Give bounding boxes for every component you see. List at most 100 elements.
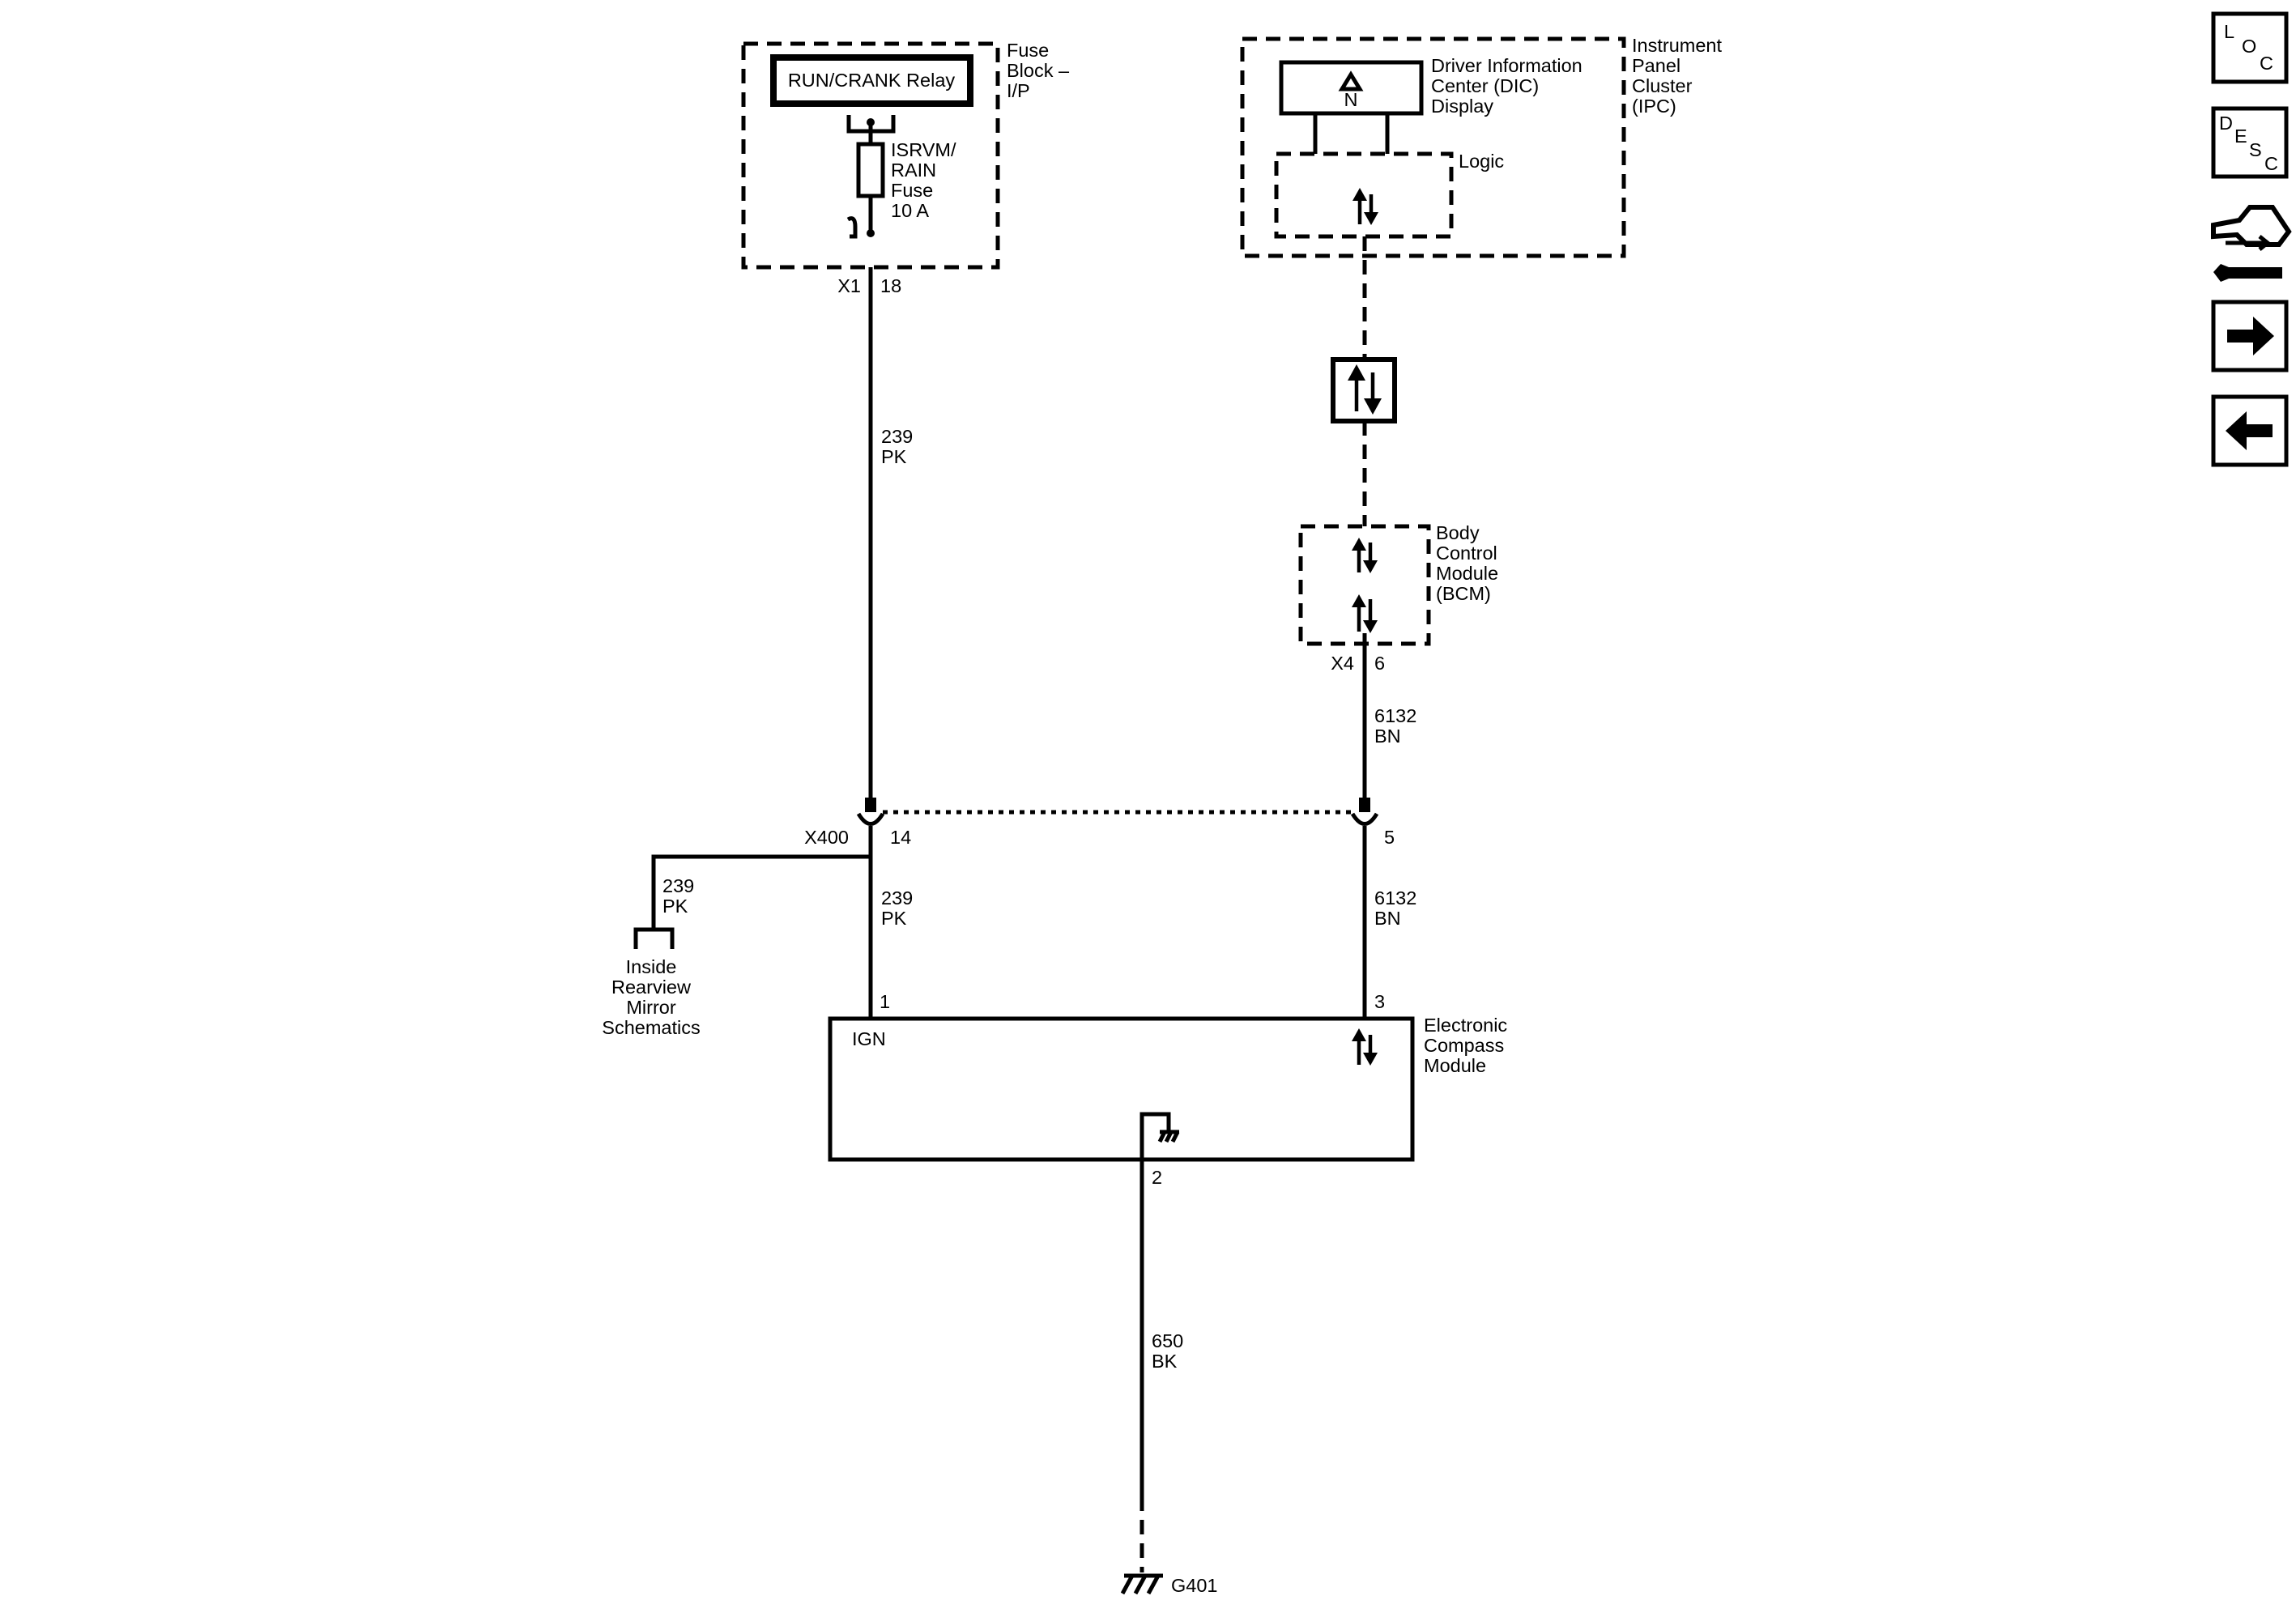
run-crank-relay-label: RUN/CRANK Relay: [788, 70, 956, 91]
wire-650-circuit-label: 650: [1152, 1330, 1183, 1351]
dic-label-line1: Driver Information: [1431, 55, 1582, 76]
mirror-ref-line3: Mirror: [626, 997, 676, 1018]
fuse-block-title-line2: Block –: [1007, 60, 1070, 81]
ipc-logic-bidirectional-icon: [1352, 188, 1378, 225]
g401-label: G401: [1171, 1575, 1218, 1596]
fuse-label-line2: RAIN: [891, 160, 936, 181]
g401-ground-icon: [1120, 1573, 1163, 1595]
loc-button-letter-c: C: [2260, 53, 2273, 74]
right-arrow-icon: [2227, 317, 2274, 355]
wire-239-upper-color-label: PK: [881, 446, 907, 467]
instrument-panel-cluster: N Driver Information Center (DIC) Displa…: [1240, 35, 1722, 258]
loc-button-letter-o: O: [2242, 36, 2256, 57]
connector-shape-icon: [2211, 205, 2292, 247]
ipc-title-line1: Instrument: [1632, 35, 1722, 56]
ipc-logic-box: [1274, 151, 1454, 239]
dic-label-line3: Display: [1431, 96, 1493, 117]
loc-button-frame: [2211, 11, 2289, 84]
compass-pin-2-label: 2: [1152, 1167, 1162, 1188]
compass-pin-1-label: 1: [880, 991, 890, 1012]
dic-display-box: [1279, 60, 1424, 116]
bcm-title-line4: (BCM): [1436, 583, 1491, 604]
fuse-block-title-line1: Fuse: [1007, 40, 1049, 61]
loc-button[interactable]: L O C: [2211, 11, 2289, 84]
x400-pin-5-label: 5: [1384, 827, 1395, 848]
bcm-title-line3: Module: [1436, 563, 1498, 584]
bcm-title-line1: Body: [1436, 522, 1480, 543]
compass-ign-label: IGN: [852, 1028, 886, 1049]
ipc-title-line4: (IPC): [1632, 96, 1676, 117]
compass-title-line2: Compass: [1424, 1035, 1504, 1056]
electronic-compass-module: IGN Electronic Compass Module: [828, 1015, 1507, 1162]
fuse-block-title-line3: I/P: [1007, 80, 1030, 101]
dic-display-symbol: N: [1344, 89, 1358, 110]
fuse-terminal-dot: [867, 229, 875, 237]
mirror-ref-line2: Rearview: [611, 977, 692, 998]
next-page-button[interactable]: [2211, 300, 2289, 372]
compass-internal-ground-wire: [1139, 1112, 1171, 1160]
fuse-label-line1: ISRVM/: [891, 139, 956, 160]
x400-pin-5-male: [1350, 812, 1379, 826]
ipc-title-line3: Cluster: [1632, 75, 1693, 96]
desc-button-letter-e: E: [2234, 126, 2247, 147]
x400-pin-14-male: [856, 812, 885, 826]
bcm-upper-bidirectional-icon: [1352, 538, 1378, 573]
compass-data-bidirectional-icon: [1352, 1028, 1378, 1066]
fuse-terminal-symbol: [846, 216, 858, 239]
desc-button[interactable]: D E S C: [2211, 106, 2289, 179]
fuse-block-outline: [741, 41, 1000, 270]
chassis-ground-icon: [1157, 1130, 1180, 1143]
fuse-label-line4: 10 A: [891, 200, 929, 221]
wire-239-lower-circuit-label: 239: [881, 887, 913, 908]
bcm-pin-label: 6: [1374, 653, 1385, 674]
connector-repair-button[interactable]: [2211, 205, 2292, 282]
body-control-module: Body Control Module (BCM) X4 6: [1298, 522, 1498, 674]
x400-pin-5-female: [1359, 798, 1370, 812]
serial-data-symbol-box: [1331, 357, 1397, 423]
wire-239-lower-color-label: PK: [881, 908, 907, 929]
ipc-logic-label: Logic: [1459, 151, 1504, 172]
wrench-icon: [2213, 264, 2282, 282]
fuse-block-connector-label: X1: [837, 275, 861, 296]
bcm-lower-bidirectional-icon: [1352, 594, 1378, 633]
wire-650-color-label: BK: [1152, 1351, 1178, 1372]
wire-239-branch-color-label: PK: [662, 896, 688, 917]
dic-display-triangle-icon: [1338, 70, 1364, 91]
run-crank-relay-box: [770, 54, 973, 107]
wire-239-upper-circuit-label: 239: [881, 426, 913, 447]
compass-title-line1: Electronic: [1424, 1015, 1507, 1036]
x400-pin-14-label: 14: [890, 827, 911, 848]
serial-data-bidirectional-icon: [1348, 364, 1382, 415]
mirror-schematics-reference[interactable]: Inside Rearview Mirror Schematics: [602, 956, 700, 1038]
ipc-outline: [1240, 36, 1626, 258]
previous-page-button[interactable]: [2211, 394, 2289, 467]
wire-6132-lower-circuit-label: 6132: [1374, 887, 1416, 908]
compass-module-box: [828, 1016, 1415, 1162]
mirror-reference-connector: [633, 927, 675, 949]
wire-6132-upper-color-label: BN: [1374, 726, 1401, 747]
desc-button-letter-c: C: [2264, 153, 2278, 174]
bcm-title-line2: Control: [1436, 543, 1497, 564]
desc-button-letter-s: S: [2249, 139, 2262, 160]
mirror-ref-line1: Inside: [626, 956, 677, 977]
compass-pin-3-label: 3: [1374, 991, 1385, 1012]
wire-239-branch-circuit-label: 239: [662, 875, 694, 896]
wire-6132-lower-color-label: BN: [1374, 908, 1401, 929]
loc-button-letter-l: L: [2224, 21, 2234, 42]
desc-button-frame: [2211, 106, 2289, 179]
bcm-outline: [1298, 524, 1431, 646]
fuse-block: RUN/CRANK Relay ISRVM/ RAIN Fuse 10 A Fu…: [741, 40, 1070, 296]
fuse-label-line3: Fuse: [891, 180, 933, 201]
ipc-title-line2: Panel: [1632, 55, 1680, 76]
x400-inline-connector: X400 14 5: [804, 798, 1395, 848]
wire-6132-upper-circuit-label: 6132: [1374, 705, 1416, 726]
bcm-connector-label: X4: [1331, 653, 1354, 674]
fuse-block-pin-label: 18: [880, 275, 901, 296]
x400-name-label: X400: [804, 827, 849, 848]
compass-title-line3: Module: [1424, 1055, 1486, 1076]
desc-button-letter-d: D: [2219, 113, 2233, 134]
connector-arrow-icon: [2226, 235, 2272, 251]
mirror-ref-line4: Schematics: [602, 1017, 700, 1038]
